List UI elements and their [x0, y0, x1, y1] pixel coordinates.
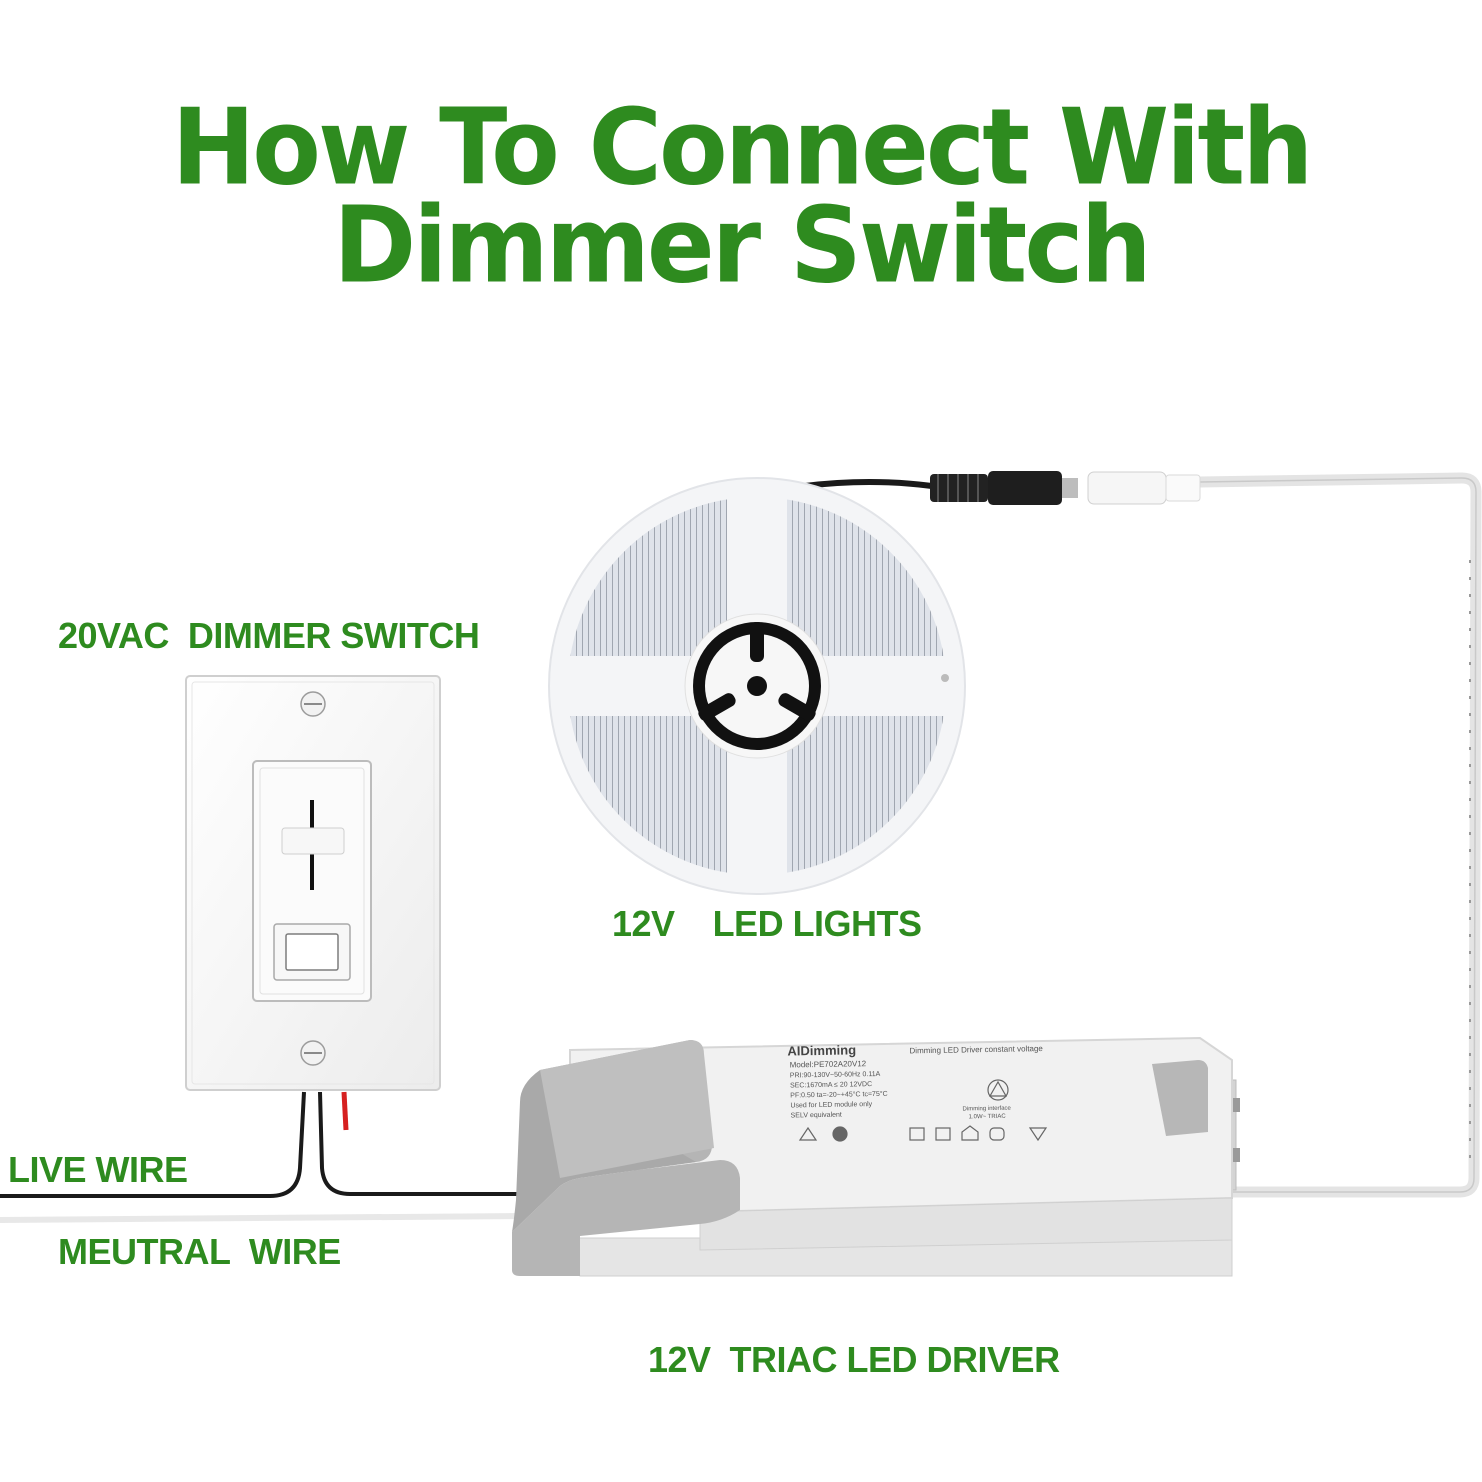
led-driver-label: 12V TRIAC LED DRIVER: [648, 1339, 1060, 1380]
title-line-1: How To Connect With: [171, 86, 1314, 209]
driver-brand: AIDimming: [787, 1042, 856, 1058]
driver-dimming-type: 1.0W~ TRIAC: [969, 1114, 1007, 1121]
driver-model: Model:PE702A20V12: [790, 1059, 867, 1069]
title-line-2: Dimmer Switch: [333, 184, 1152, 307]
driver-selv: SELV equivalent: [791, 1112, 842, 1120]
driver-pri: PRI:90-130V~50-60Hz 0.11A: [790, 1071, 881, 1080]
dimmer-switch: [185, 675, 441, 1091]
live-wire-label: LIVE WIRE: [8, 1149, 188, 1190]
led-lights-label: 12V LED LIGHTS: [612, 903, 922, 944]
dimmer-switch-label: 20VAC DIMMER SWITCH: [58, 615, 480, 656]
driver-sec: SEC:1670mA ≤ 20 12VDC: [790, 1081, 872, 1089]
driver-subtitle: Dimming LED Driver constant voltage: [909, 1044, 1043, 1055]
wires: [0, 1091, 522, 1223]
dimmer-slider: [281, 827, 345, 855]
dc-cable: [804, 471, 1201, 505]
led-reel: [548, 477, 966, 895]
led-strip-loop: [1199, 472, 1482, 1198]
driver-pf: PF:0.50 ta=-20~+45°C tc=75°C: [790, 1090, 888, 1100]
certification-icons: [798, 1079, 1048, 1142]
neutral-wire-label: MEUTRAL WIRE: [58, 1231, 341, 1272]
led-driver: [512, 1036, 1240, 1277]
driver-dimming: Dimming interface: [962, 1106, 1011, 1113]
driver-use: Used for LED module only: [790, 1101, 872, 1109]
